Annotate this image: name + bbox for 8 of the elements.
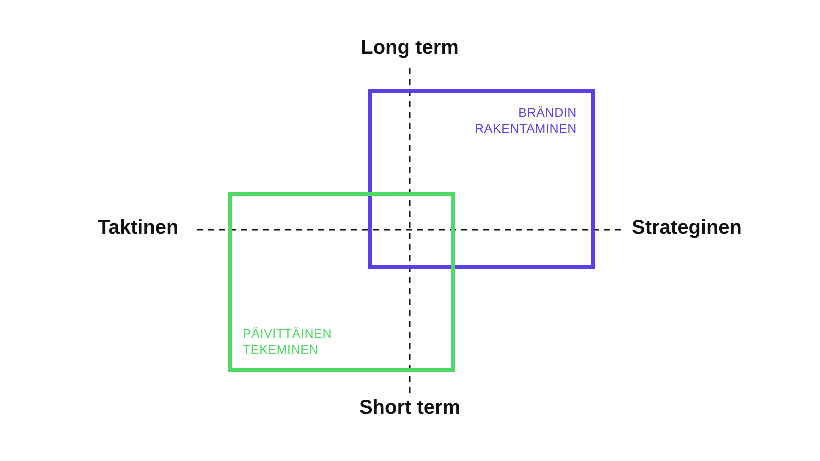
- box-label: PÄIVITTÄINEN TEKEMINEN: [243, 326, 334, 358]
- axis-label: Long term: [361, 37, 459, 60]
- axis-label: Strateginen: [632, 217, 742, 240]
- quadrant-box: [368, 89, 595, 269]
- axis-label: Short term: [359, 397, 461, 420]
- axis-label: Taktinen: [98, 217, 179, 240]
- quadrant-box: [228, 192, 455, 372]
- box-label: BRÄNDIN RAKENTAMINEN: [474, 105, 577, 137]
